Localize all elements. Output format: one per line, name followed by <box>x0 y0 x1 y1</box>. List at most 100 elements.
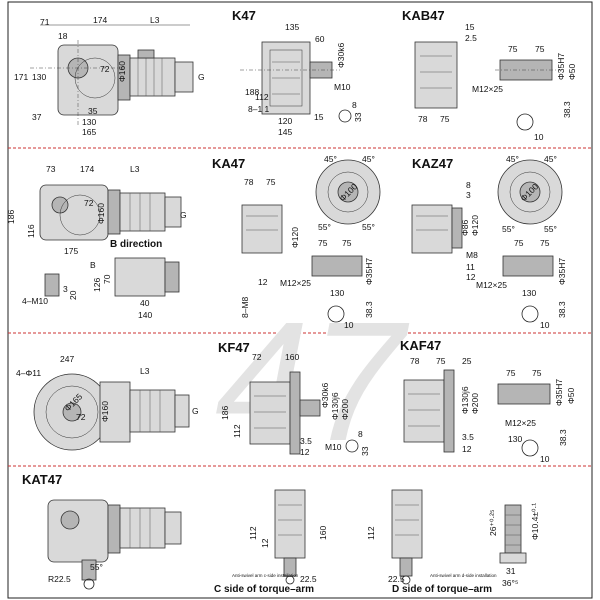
dim-l3: L3 <box>130 164 140 174</box>
dim-70: 70 <box>102 274 112 284</box>
dim-phi120: Φ120 <box>470 215 480 236</box>
dim-2_5: 2.5 <box>465 33 477 43</box>
dim-18: 18 <box>58 31 68 41</box>
dim-72: 72 <box>252 352 262 362</box>
dim-g: G <box>192 406 199 416</box>
dim-phi86: Φ86 <box>460 219 470 236</box>
k47-section: K47 135 60 Φ30k6 188 112 8–1 1 M10 120 1… <box>232 8 363 137</box>
rubber-bushing <box>504 504 522 554</box>
dim-75a: 75 <box>514 238 524 248</box>
kf47-housing <box>249 381 291 445</box>
dim-31: 31 <box>506 566 516 576</box>
dim-116: 116 <box>26 224 36 238</box>
dim-20: 20 <box>68 290 78 300</box>
dim-160: 160 <box>285 352 299 362</box>
dim-175: 175 <box>64 246 78 256</box>
ka47-section: KA47 78 75 Φ120 45° 45° Φ100 55° 55° 75 … <box>212 154 381 330</box>
dim-40: 40 <box>140 298 150 308</box>
dim-8-11: 8–1 1 <box>248 104 270 114</box>
dim-75a: 75 <box>508 44 518 54</box>
dim-188: 188 <box>245 87 259 97</box>
d-side-housing <box>391 489 423 559</box>
gear-housing <box>57 44 119 116</box>
dim-38: 38.3 <box>558 429 568 446</box>
motor-body <box>119 192 166 232</box>
note-anti-swivel-c: Anti-swivel arm c-side installation <box>232 573 299 578</box>
dim-37: 37 <box>32 112 42 122</box>
k47-main-view: 71 174 L3 18 171 130 37 35 130 165 72 Φ1… <box>14 15 205 137</box>
kat47-main-view: KAT47 R22.5 55° <box>22 472 182 590</box>
dim-phi30: Φ30k6 <box>320 383 330 408</box>
dim-126: 126 <box>92 278 102 292</box>
label-b: B <box>90 260 96 270</box>
dim-55: 55° <box>90 562 103 572</box>
dim-3: 3 <box>466 190 471 200</box>
watermark-text: 47 <box>215 287 410 477</box>
dim-174: 174 <box>80 164 94 174</box>
dim-33: 33 <box>353 112 363 122</box>
kaf47-hollow-shaft <box>497 383 551 405</box>
dim-phi10-4: Φ10.4±⁰·¹ <box>530 503 540 540</box>
dim-55b: 55° <box>362 222 375 232</box>
dim-12: 12 <box>462 444 472 454</box>
title-kf47: KF47 <box>218 340 250 355</box>
kaz47-housing <box>411 204 453 254</box>
dim-phi35: Φ35H7 <box>557 258 567 285</box>
dim-m10: M10 <box>334 82 351 92</box>
dim-phi35: Φ35H7 <box>556 53 566 80</box>
dim-l3: L3 <box>150 15 160 25</box>
dim-78: 78 <box>410 356 420 366</box>
dim-130b: 130 <box>82 117 96 127</box>
dim-26: 26⁺⁰·²⁵ <box>488 509 498 536</box>
dim-38: 38.3 <box>562 101 572 118</box>
hollow-shaft-circle <box>516 113 534 131</box>
kat47-d-side: 112 22.5 Anti-swivel arm d-side installa… <box>366 489 497 595</box>
dim-38: 38.3 <box>364 301 374 318</box>
bearing-circle <box>74 57 116 99</box>
dim-phi130: Φ130j6 <box>330 392 340 420</box>
dim-160: 160 <box>318 526 328 540</box>
dim-g: G <box>198 72 205 82</box>
dim-15: 15 <box>314 112 324 122</box>
dim-phi200: Φ200 <box>470 393 480 414</box>
dim-247: 247 <box>60 354 74 364</box>
dim-phi35: Φ35H7 <box>554 379 564 406</box>
dim-phi50: Φ50 <box>567 63 577 80</box>
dim-72: 72 <box>76 412 86 422</box>
dim-8: 8 <box>358 429 363 439</box>
dim-12: 12 <box>300 447 310 457</box>
shaft-key-circle <box>338 109 352 123</box>
dim-phi30: Φ30k6 <box>336 43 346 68</box>
dim-145: 145 <box>278 127 292 137</box>
dim-11: 11 <box>466 262 475 272</box>
kaf47-section: KAF47 78 75 25 Φ130j6 Φ200 75 75 Φ35H7 Φ… <box>400 338 576 464</box>
dim-m10: M10 <box>325 442 342 452</box>
dim-35: 35 <box>88 106 98 116</box>
caption-c-side: C side of torque–arm <box>214 584 314 595</box>
dim-22_5b: 22.5 <box>388 574 405 584</box>
dim-m12: M12×25 <box>505 418 536 428</box>
dim-phi160: Φ160 <box>117 61 127 82</box>
dim-phi160: Φ160 <box>96 203 106 224</box>
dim-phi130: Φ130j6 <box>460 386 470 414</box>
dim-130: 130 <box>508 434 522 444</box>
dim-phi200: Φ200 <box>340 399 350 420</box>
dim-10: 10 <box>540 320 550 330</box>
dim-33: 33 <box>360 446 370 456</box>
motor-fan-cover <box>174 61 194 93</box>
dim-12: 12 <box>260 538 270 548</box>
dim-m12: M12×25 <box>472 84 503 94</box>
dim-22_5: 22.5 <box>300 574 317 584</box>
title-k47: K47 <box>232 8 256 23</box>
dim-72: 72 <box>84 198 94 208</box>
caption-b-direction: B direction <box>110 239 162 250</box>
dim-75: 75 <box>436 356 446 366</box>
dim-10: 10 <box>344 320 354 330</box>
dim-12: 12 <box>466 272 476 282</box>
dim-186: 186 <box>220 406 230 420</box>
dim-55a: 55° <box>318 222 331 232</box>
dim-55b: 55° <box>544 224 557 234</box>
dim-140: 140 <box>138 310 152 320</box>
kab47-section: KAB47 15 2.5 75 75 M12×25 Φ35H7 Φ50 78 7… <box>402 8 577 142</box>
dim-25: 25 <box>462 356 472 366</box>
